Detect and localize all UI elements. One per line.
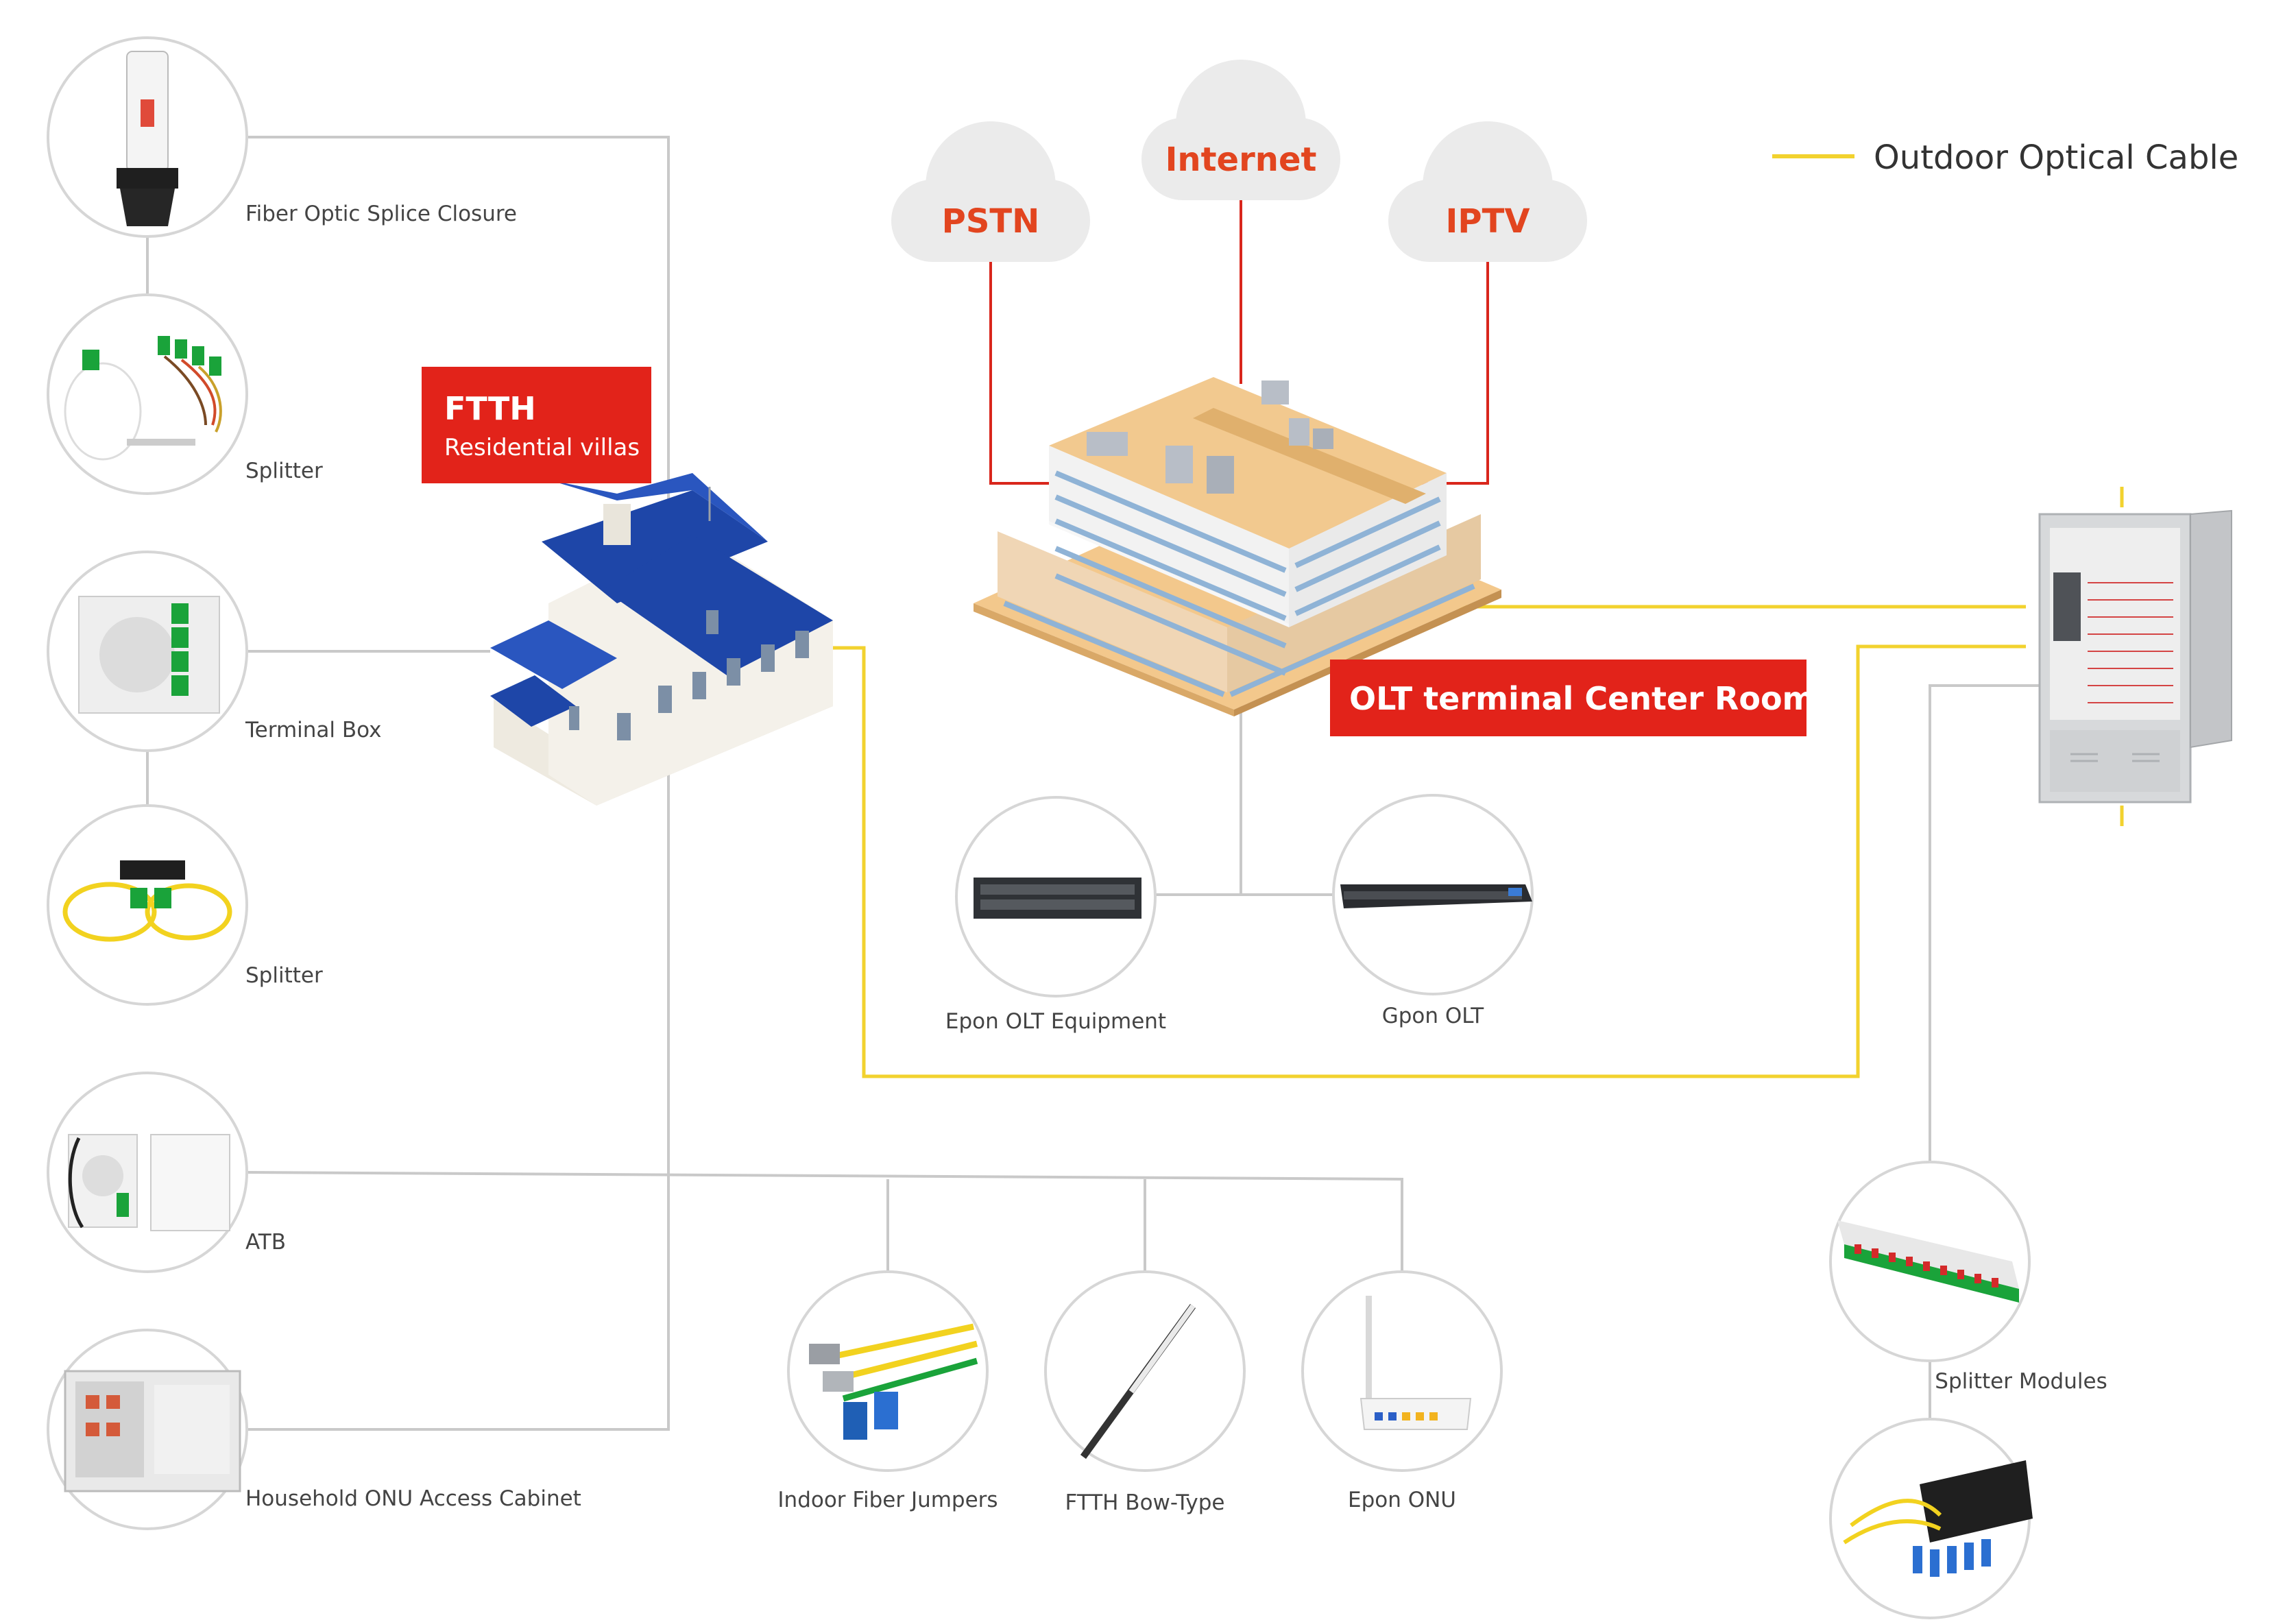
list-item-gpon-olt: Gpon OLT xyxy=(1332,794,1534,1028)
bottom-component-list: Indoor Fiber Jumpers FTTH Bow-Type Epon … xyxy=(777,1270,1503,1515)
bow-type-cable-icon xyxy=(1080,1304,1196,1459)
gpon-olt-icon xyxy=(1340,884,1532,908)
outdoor-fiber-cabinet-icon xyxy=(2038,509,2232,803)
splitter-module-icon xyxy=(1837,1220,2019,1303)
list-item-label: Epon OLT Equipment xyxy=(945,1009,1166,1034)
plc-splitter-icon xyxy=(64,336,222,461)
epon-olt-icon xyxy=(974,878,1141,919)
list-item-label: FTTH Bow-Type xyxy=(1065,1490,1225,1515)
list-item-label: Epon ONU xyxy=(1348,1488,1456,1512)
list-item-label: ATB xyxy=(245,1230,286,1255)
olt-building-icon xyxy=(974,377,1501,716)
list-item-bow-type: FTTH Bow-Type xyxy=(1044,1270,1246,1515)
list-item-label: Splitter Modules xyxy=(1935,1369,2107,1394)
list-item-label: Gpon OLT xyxy=(1382,1004,1485,1028)
right-component-list: Splitter Modules xyxy=(1829,1161,2107,1619)
legend: Outdoor Optical Cable xyxy=(1772,138,2238,177)
cloud-internet: Internet xyxy=(1141,60,1340,200)
fiber-jumpers-icon xyxy=(809,1323,978,1440)
outdoor-optical-cable-lines xyxy=(833,487,2124,1078)
left-component-list: Fiber Optic Splice Closure Splitter xyxy=(47,36,581,1530)
list-item-terminal-box: Terminal Box xyxy=(47,551,382,752)
list-item-atb: ATB xyxy=(47,1072,286,1273)
ftth-banner-title: FTTH xyxy=(444,390,536,427)
list-item-label: Splitter xyxy=(245,963,323,988)
atb-icon xyxy=(68,1134,230,1231)
list-item-splitter-1: Splitter xyxy=(47,293,323,495)
onu-router-icon xyxy=(1360,1296,1472,1430)
gray-connectors xyxy=(146,136,2057,1431)
olt-component-list: Epon OLT Equipment Gpon OLT xyxy=(945,794,1534,1034)
list-item-label: Indoor Fiber Jumpers xyxy=(777,1488,998,1512)
list-item-fiber-jumpers: Indoor Fiber Jumpers xyxy=(777,1270,998,1512)
service-clouds: PSTN Internet IPTV xyxy=(891,60,1587,262)
olt-banner: OLT terminal Center Room xyxy=(1330,660,1815,736)
list-item-splitter-box xyxy=(1829,1418,2033,1619)
cloud-label-iptv: IPTV xyxy=(1446,202,1530,241)
cloud-pstn: PSTN xyxy=(891,121,1090,262)
access-cabinet-icon xyxy=(64,1370,241,1492)
list-item-label: Household ONU Access Cabinet xyxy=(245,1486,581,1511)
olt-banner-title: OLT terminal Center Room xyxy=(1349,680,1815,717)
list-item-splitter-modules: Splitter Modules xyxy=(1829,1161,2107,1394)
list-item-label: Splitter xyxy=(245,459,323,483)
cloud-label-internet: Internet xyxy=(1165,141,1317,179)
list-item-splice-closure: Fiber Optic Splice Closure xyxy=(47,36,517,238)
terminal-box-icon xyxy=(78,596,220,714)
list-item-splitter-2: Splitter xyxy=(47,804,323,1006)
splice-closure-icon xyxy=(117,51,178,226)
list-item-epon-onu: Epon ONU xyxy=(1301,1270,1503,1512)
residential-villa-icon xyxy=(490,473,833,806)
list-item-label: Terminal Box xyxy=(245,718,382,742)
list-item-access-cabinet: Household ONU Access Cabinet xyxy=(47,1329,581,1530)
cloud-label-pstn: PSTN xyxy=(942,202,1040,241)
list-item-epon-olt: Epon OLT Equipment xyxy=(945,796,1166,1034)
ftth-banner-subtitle: Residential villas xyxy=(444,434,640,461)
fbt-splitter-icon xyxy=(62,860,232,942)
splitter-box-icon xyxy=(1843,1460,2033,1577)
list-item-label: Fiber Optic Splice Closure xyxy=(245,202,517,226)
ftth-banner: FTTH Residential villas xyxy=(422,367,651,483)
cloud-iptv: IPTV xyxy=(1388,121,1587,262)
legend-label: Outdoor Optical Cable xyxy=(1874,138,2238,177)
